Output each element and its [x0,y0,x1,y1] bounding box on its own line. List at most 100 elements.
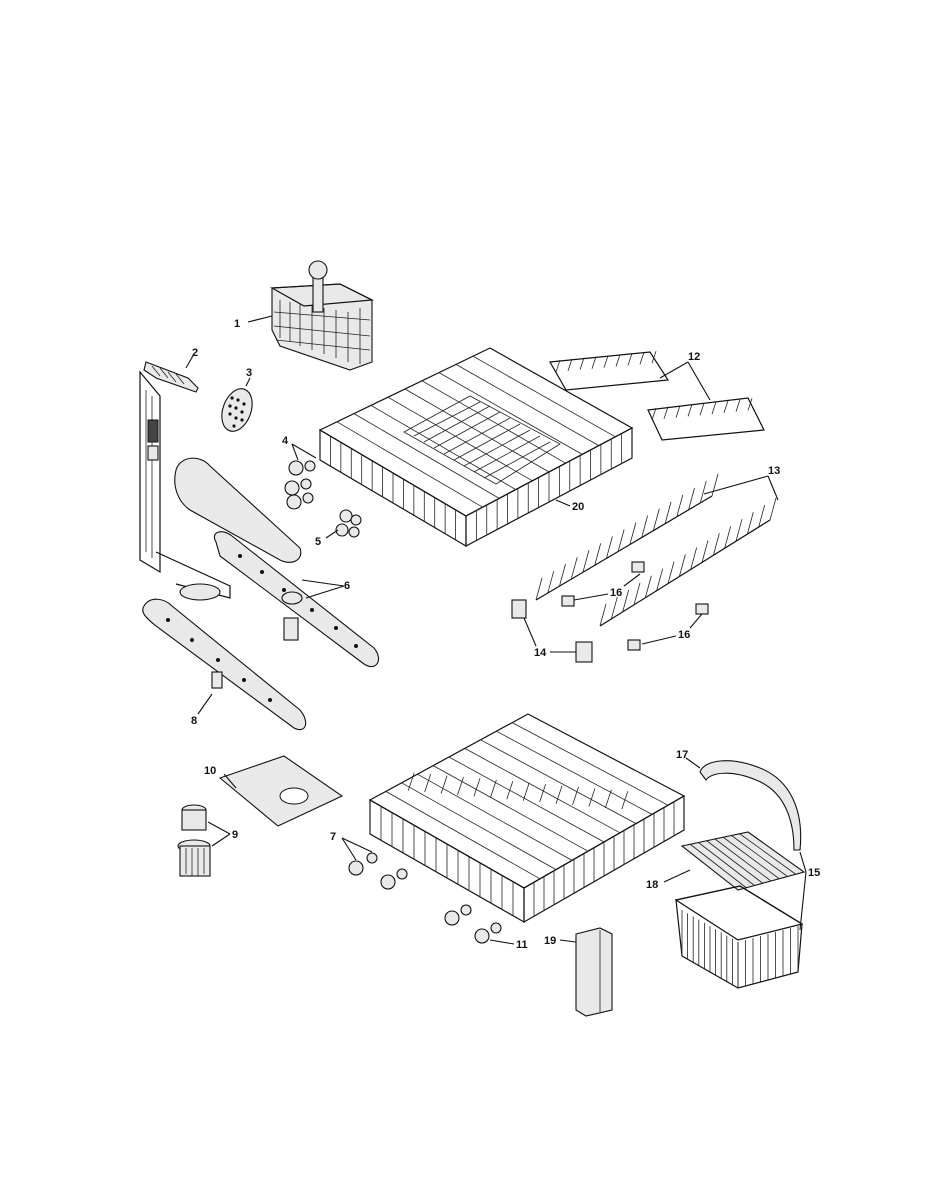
wire-line [615,354,621,367]
part-lower-spray-arm: 8 [142,598,307,730]
wire-line [675,405,681,418]
wire-line [555,785,563,804]
wire-line [480,739,637,824]
wire-line [407,772,415,791]
wire-line [606,536,613,559]
part-filter-disc: 3 [221,367,253,432]
callout-17: 17 [676,749,688,761]
part-filter-plate: 10 [204,755,344,827]
wire-line [610,596,618,620]
wire-line [370,405,517,490]
wire-line [617,529,625,552]
wire-line [387,396,533,482]
part-lower-rack: 7 11 [330,713,686,951]
wire-line [522,782,530,801]
wire-line [603,355,609,368]
wire-line [739,833,796,875]
wire-line [644,575,652,598]
wire-line [512,722,669,806]
callout-9: 9 [232,829,238,841]
callout-2: 2 [192,347,198,359]
part-column-insert: 19 [544,927,613,1017]
callout-15: 15 [808,867,820,879]
callout-5: 5 [315,536,321,548]
part-silverware-basket-small: 1 [234,260,375,371]
wire-line [424,774,432,793]
wire-line [417,773,573,861]
wire-line [712,533,720,556]
part-cup-shelf-racks: 12 [549,351,765,441]
wire-line [711,473,719,497]
wire-line [641,515,648,538]
callout-18: 18 [646,879,658,891]
wire-line [353,413,500,499]
wire-line [699,480,707,504]
wire-line [746,512,754,535]
wire-line [473,778,481,797]
wire-line [599,603,607,627]
callout-11: 11 [516,939,528,951]
wire-line [747,398,753,411]
wire-line [769,497,777,521]
part-small-clips: 16 16 [561,561,709,651]
wire-line [582,550,590,573]
callout-14: 14 [534,647,547,659]
callout-16-lower: 16 [678,629,690,641]
wire-line [706,840,763,884]
wire-line [678,554,686,577]
wire-line [723,836,780,880]
wire-line [472,355,616,438]
part-rack-wheels-lower: 5 [315,509,362,548]
callout-13: 13 [768,465,780,477]
wire-line [594,543,602,566]
wire-line [663,406,669,419]
wire-line [758,504,766,528]
wire-line [404,388,550,473]
wire-line [731,835,788,877]
callout-16-upper: 16 [610,587,622,599]
wire-line [464,748,621,834]
wire-line [690,843,747,889]
wire-line [448,756,605,843]
wire-line [652,508,660,531]
wire-line [455,364,599,446]
wire-line [604,789,612,808]
wire-line [639,352,645,365]
wire-line [699,403,705,416]
wire-line [690,547,698,570]
wire-line [633,582,641,605]
part-rack-wheels-upper: 4 [282,435,317,510]
part-silverware-basket-large: 17 18 15 [646,749,820,989]
wire-line [735,519,743,542]
wire-line [440,775,448,794]
wire-line [629,522,637,545]
part-tine-clips: 14 [511,599,593,663]
wire-line [438,372,583,455]
wire-line [627,353,633,366]
wire-line [588,788,596,807]
wire-line [570,557,578,580]
part-upper-rack: 20 [318,347,634,548]
wire-line [723,400,729,413]
wire-line [701,540,709,563]
callout-3: 3 [246,367,252,379]
part-filter-cups: 9 [177,804,238,877]
part-rail-assembly: 2 [139,347,199,574]
wire-line [687,404,693,417]
wire-line [336,421,483,508]
wire-line [622,589,630,612]
wire-line [579,357,585,370]
wire-line [735,399,741,412]
wire-line [651,407,657,421]
wire-line [711,401,717,415]
callout-12: 12 [688,351,700,363]
callout-7: 7 [330,831,336,843]
callout-19: 19 [544,935,556,947]
wire-line [621,791,629,810]
wire-line [714,838,772,882]
callout-4: 4 [282,435,289,447]
wire-line [401,782,557,870]
callout-1: 1 [234,318,240,330]
wire-line [385,791,541,880]
